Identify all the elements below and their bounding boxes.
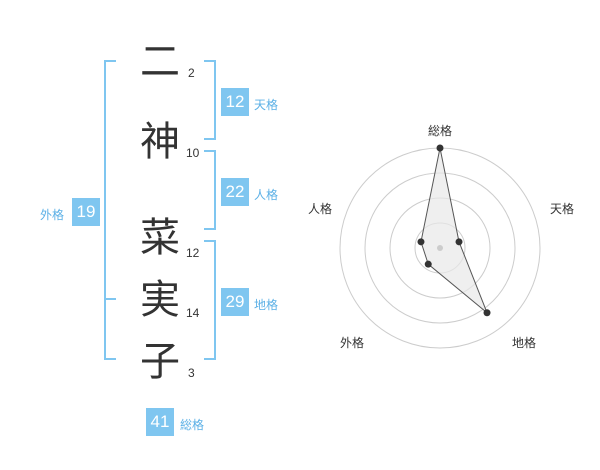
tenkaku-badge: 12 — [221, 88, 249, 116]
stroke-count-3: 12 — [186, 246, 200, 260]
jinkaku-badge: 22 — [221, 178, 249, 206]
chikaku-badge: 29 — [221, 288, 249, 316]
gaikaku-badge: 19 — [72, 198, 100, 226]
soukaku-label: 総格 — [180, 418, 205, 432]
chikaku-label: 地格 — [254, 298, 279, 312]
radar-label-gaikaku: 外格 — [340, 336, 365, 350]
radar-point-3 — [424, 260, 432, 268]
radar-label-soukaku: 総格 — [428, 124, 453, 138]
soukaku-badge: 41 — [146, 408, 174, 436]
name-char-2: 神 — [140, 119, 180, 165]
jinkaku-bracket — [204, 150, 216, 230]
gaikaku-label: 外格 — [40, 208, 65, 222]
gaikaku-bracket-tick — [104, 298, 116, 300]
name-char-3: 菜 — [140, 215, 180, 261]
name-char-1: 二 — [140, 39, 180, 85]
radar-label-chikaku: 地格 — [512, 336, 537, 350]
radar-point-1 — [455, 238, 463, 246]
name-char-4: 実 — [140, 277, 180, 323]
stroke-count-1: 2 — [188, 66, 195, 80]
tenkaku-label: 天格 — [254, 98, 279, 112]
stroke-count-4: 14 — [186, 306, 200, 320]
name-char-5: 子 — [140, 339, 180, 385]
radar-series-polygon — [420, 147, 488, 314]
radar-point-2 — [483, 309, 491, 317]
gaikaku-bracket — [104, 60, 116, 360]
tenkaku-bracket — [204, 60, 216, 140]
stroke-count-2: 10 — [186, 146, 200, 160]
jinkaku-label: 人格 — [254, 188, 279, 202]
stroke-count-5: 3 — [188, 366, 195, 380]
radar-label-jinkaku: 人格 — [308, 202, 333, 216]
radar-label-tenkaku: 天格 — [550, 202, 575, 216]
radar-point-4 — [417, 238, 425, 246]
chikaku-bracket — [204, 240, 216, 360]
radar-center-point — [437, 245, 443, 251]
radar-point-0 — [436, 144, 444, 152]
